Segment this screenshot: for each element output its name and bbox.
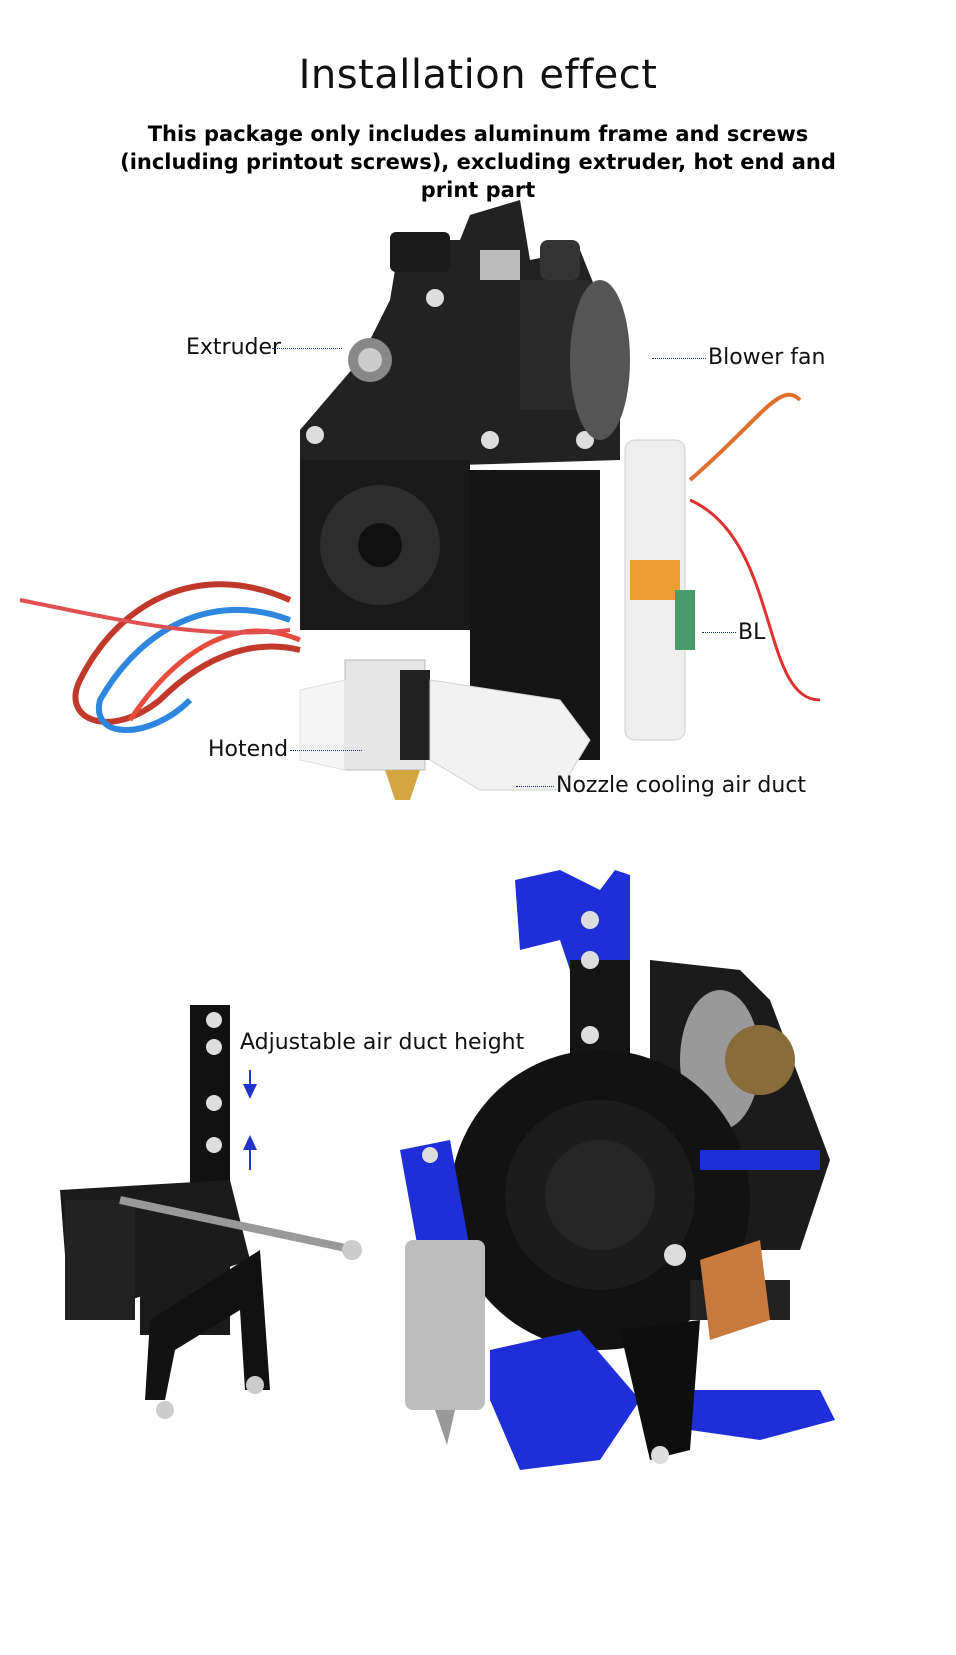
- page-title: Installation effect: [298, 52, 658, 98]
- package-notice: This package only includes aluminum fram…: [120, 122, 836, 202]
- leader-bl: [702, 632, 736, 633]
- callout-adjustable-height: Adjustable air duct height: [240, 1030, 525, 1055]
- bracket-image: [60, 1005, 362, 1419]
- leader-hotend: [290, 750, 362, 751]
- leader-nozzle-duct: [516, 786, 554, 787]
- callout-extruder: Extruder: [186, 335, 282, 360]
- extruder-assembly-image: [19, 200, 821, 800]
- callout-hotend: Hotend: [208, 737, 289, 762]
- callout-nozzle-duct: Nozzle cooling air duct: [556, 773, 807, 798]
- assembled-unit-image: [400, 870, 835, 1470]
- callout-blower-fan: Blower fan: [708, 345, 826, 370]
- leader-extruder: [272, 348, 342, 349]
- leader-blower-fan: [652, 358, 706, 359]
- callout-bl: BL: [738, 620, 766, 645]
